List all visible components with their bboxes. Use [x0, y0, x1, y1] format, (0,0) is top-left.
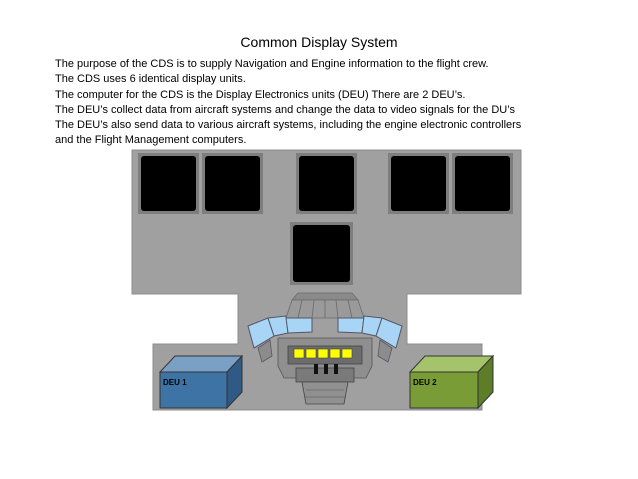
- display-unit: [138, 153, 199, 214]
- display-unit: [296, 153, 357, 214]
- indicator-light: [293, 348, 305, 359]
- indicator-light: [317, 348, 329, 359]
- display-unit: [290, 222, 353, 285]
- description-line: The CDS uses 6 identical display units.: [55, 73, 246, 86]
- description-line: The computer for the CDS is the Display …: [55, 88, 466, 101]
- deu1-unit: DEU 1: [158, 354, 244, 410]
- description-line: The DEU’s collect data from aircraft sys…: [55, 103, 515, 116]
- display-unit: [202, 153, 263, 214]
- cockpit-window: [285, 317, 313, 334]
- description-line: The purpose of the CDS is to supply Navi…: [55, 58, 489, 70]
- center-console: [247, 292, 403, 405]
- indicator-light: [329, 348, 341, 359]
- description-line: The DEU’s also send data to various airc…: [55, 119, 522, 132]
- indicator-light: [341, 348, 353, 359]
- page-title: Common Display System: [240, 34, 398, 50]
- indicator-light: [305, 348, 317, 359]
- cockpit-window: [337, 317, 365, 334]
- cockpit-window: [375, 317, 403, 349]
- deu1-label: DEU 1: [163, 378, 187, 387]
- deu2-label: DEU 2: [413, 378, 437, 387]
- display-unit: [452, 153, 513, 214]
- description-line: and the Flight Management computers.: [55, 134, 247, 147]
- deu2-unit: DEU 2: [408, 354, 495, 410]
- description-text: The purpose of the CDS is to supply Navi…: [55, 57, 615, 149]
- display-unit: [388, 153, 449, 214]
